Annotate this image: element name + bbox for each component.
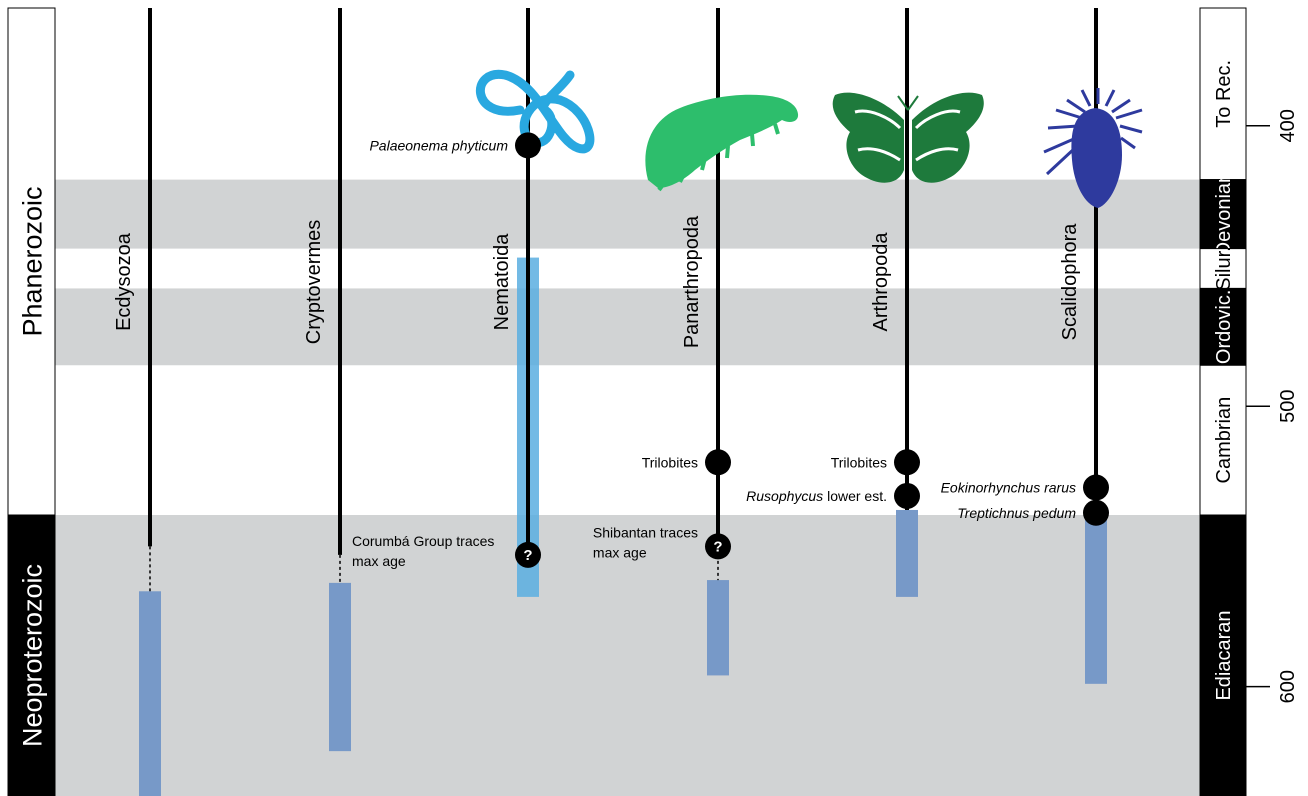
fossil-marker-2: [705, 449, 731, 476]
period-box-3: [1199, 287, 1247, 366]
period-label-1: Devonian: [1213, 172, 1235, 257]
period-box-0: [1199, 7, 1247, 181]
butterfly-icon: [832, 92, 984, 183]
clade-label-0: Ecdysozoa: [113, 232, 135, 331]
fossil-label-part-0: Palaeonema phyticum: [369, 137, 508, 153]
period-box-4: [1199, 364, 1247, 516]
fossil-label-part-0: Trilobites: [831, 454, 887, 470]
clade-icons: [476, 69, 1143, 208]
fossil-marker-5: [894, 482, 920, 509]
period-label-5: Ediacaran: [1213, 610, 1235, 700]
fossil-label-line2-1: max age: [352, 553, 406, 569]
period-band-1: [55, 179, 1200, 249]
fossil-marker-7: [1083, 499, 1109, 526]
period-band-3: [55, 288, 1200, 366]
period-box-1: [1199, 179, 1247, 250]
eon-label-0: Phanerozoic: [18, 186, 48, 336]
axis-tick-label-0: 400: [1277, 109, 1299, 142]
axis-tick-label-2: 600: [1277, 670, 1299, 703]
clade-label-group-4: Arthropoda: [870, 232, 892, 332]
fossil-label-5: Rusophycus lower est.: [746, 488, 887, 504]
range-bar-4: [896, 509, 918, 597]
clade-label-group-2: Nematoida: [491, 233, 513, 331]
fossil-marker-0: [515, 132, 541, 159]
fossil-label-7: Treptichnus pedum: [957, 505, 1076, 521]
eon-label-1: Neoproterozoic: [18, 564, 48, 747]
clade-labels: Ecdysozoa Cryptovermes Nematoida Panarthrop…: [113, 215, 1081, 348]
range-bar-5: [1085, 509, 1107, 684]
eon-box-1: [7, 514, 56, 796]
clade-label-3: Panarthropoda: [681, 215, 703, 348]
clade-label-group-5: Scalidophora: [1059, 223, 1081, 341]
period-label-3: Ordovic.: [1213, 290, 1235, 364]
fossil-label-0: Palaeonema phyticum: [369, 137, 508, 153]
fossil-label-part-0: Shibantan traces: [593, 524, 698, 540]
panarthropod-icon: [645, 94, 799, 192]
fossil-label-part-0: Corumbá Group traces: [352, 533, 494, 549]
clade-label-1: Cryptovermes: [303, 220, 325, 344]
clade-label-5: Scalidophora: [1059, 223, 1081, 341]
range-bar-1: [329, 582, 351, 752]
nematode-icon: [476, 69, 595, 154]
range-bar-3: [707, 580, 729, 676]
fossil-label-line2-3: max age: [593, 544, 647, 560]
period-label-2: Silur.: [1213, 246, 1235, 290]
range-bar-0: [139, 591, 161, 796]
clade-label-4: Arthropoda: [870, 232, 892, 332]
fossil-marker-1: [515, 541, 541, 568]
fossil-marker-4: [894, 449, 920, 476]
period-band-5: [55, 515, 1200, 796]
fossil-label-3: Shibantan traces: [593, 524, 698, 540]
fossil-marker-3: [705, 533, 731, 560]
clade-label-2: Nematoida: [491, 233, 513, 331]
clade-label-group-1: Cryptovermes: [303, 220, 325, 344]
fossil-label-part-0: Treptichnus pedum: [957, 505, 1076, 521]
period-label-0: To Rec.: [1213, 60, 1235, 128]
fossil-calibrations: Palaeonema phyticum? Corumbá Group traces…: [352, 132, 1109, 569]
period-bands: [55, 179, 1200, 796]
period-box-5: [1199, 514, 1247, 796]
eon-box-0: [7, 7, 56, 516]
scalidophora-icon: [1043, 88, 1143, 208]
fossil-label-part-1: lower est.: [823, 488, 887, 504]
clade-label-group-0: Ecdysozoa: [113, 232, 135, 331]
fossil-label-part-0: Eokinorhynchus rarus: [941, 480, 1076, 496]
period-box-2: [1199, 248, 1247, 289]
fossil-label-1: Corumbá Group traces: [352, 533, 494, 549]
axis-tick-label-1: 500: [1277, 390, 1299, 423]
question-mark: ?: [523, 547, 532, 564]
fossil-label-part-0: Trilobites: [642, 454, 698, 470]
fossil-label-part-0: Rusophycus: [746, 488, 823, 504]
fossil-label-6: Eokinorhynchus rarus: [941, 480, 1076, 496]
fossil-label-2: Trilobites: [642, 454, 698, 470]
question-mark: ?: [713, 538, 722, 555]
period-label-4: Cambrian: [1213, 397, 1235, 484]
clade-label-group-3: Panarthropoda: [681, 215, 703, 348]
fossil-marker-6: [1083, 474, 1109, 501]
fossil-label-4: Trilobites: [831, 454, 887, 470]
age-axis: 400 500 600: [1246, 109, 1299, 703]
